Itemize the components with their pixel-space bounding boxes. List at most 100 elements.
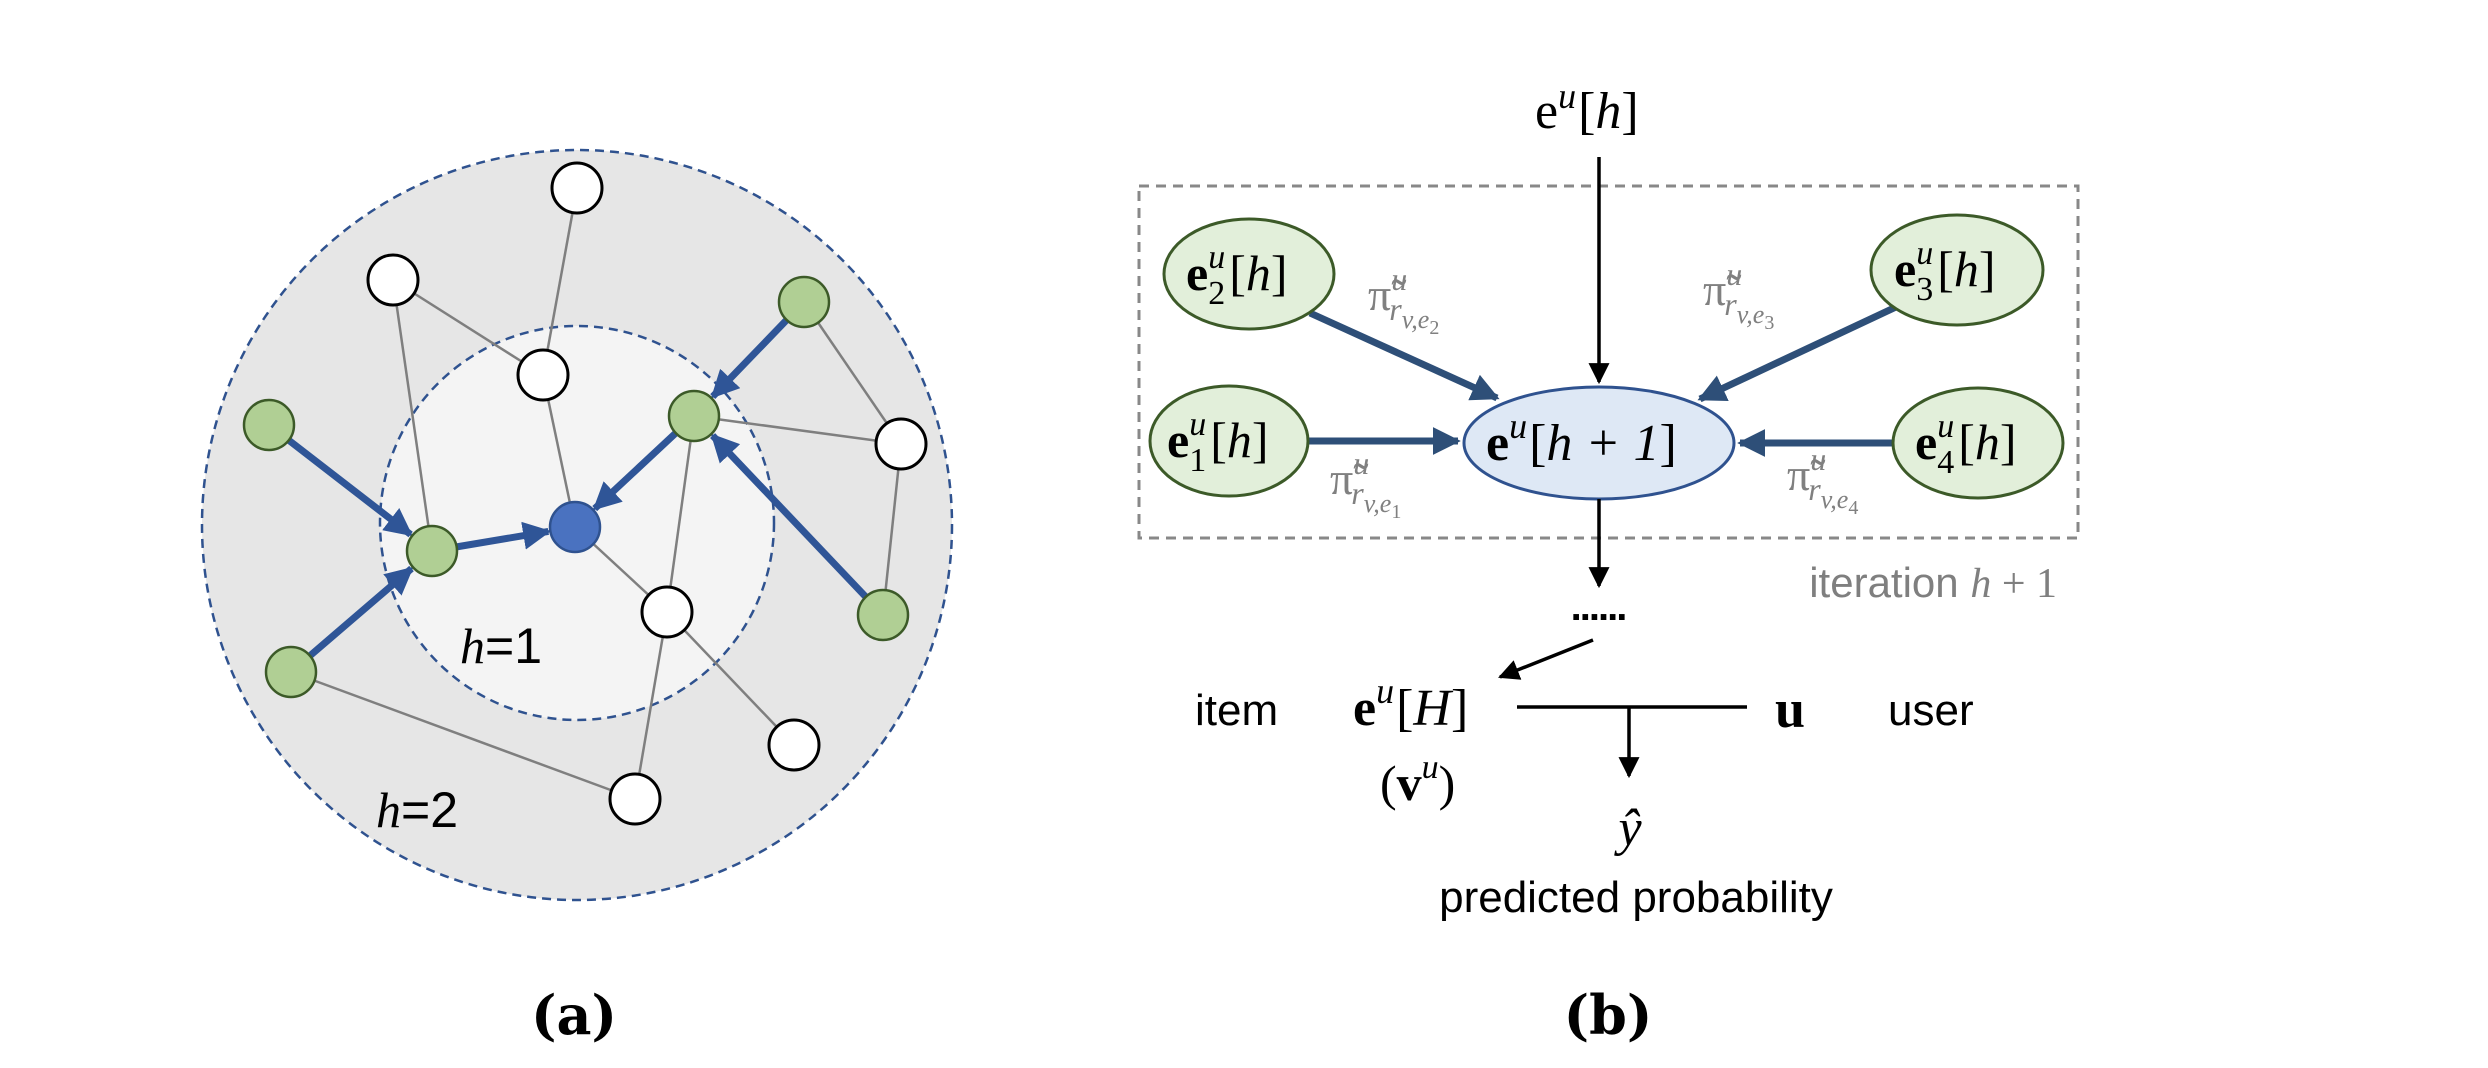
w4-sup: u [1810, 441, 1826, 477]
svg-text:eu[h + 1]: eu[h + 1] [1486, 406, 1677, 472]
svg-text:π̃urv,e2: π̃urv,e2 [1368, 261, 1439, 339]
w1-idx: 1 [1391, 501, 1401, 523]
e3-close: ] [1979, 241, 1996, 297]
e1-open: [ [1210, 412, 1227, 468]
node-green-g1 [777, 275, 831, 329]
e1-arg: h [1227, 412, 1252, 468]
e4-sub: 4 [1937, 444, 1954, 481]
w4-r: r [1808, 471, 1821, 507]
arrow-to-final-embedding [1498, 638, 1594, 680]
w3-subsub: v,e [1737, 300, 1765, 329]
e2-base: e [1186, 245, 1208, 301]
output-label: predicted probability [1439, 873, 1833, 922]
hop-1-label: h=1 [460, 618, 542, 674]
input-base: e [1535, 83, 1558, 140]
caption-a: (a) [531, 983, 617, 1047]
edge-w4-g6 [881, 443, 903, 616]
user-embedding: u [1775, 679, 1805, 739]
edge-g2-w4 [693, 414, 902, 446]
w4-idx: 4 [1848, 497, 1858, 519]
e1-sub: 1 [1189, 442, 1206, 479]
node-center-c [548, 500, 602, 554]
e4-arg: h [1975, 414, 2000, 470]
edge-g5-w7 [290, 670, 636, 801]
node-white-w2 [366, 253, 420, 307]
e4-base: e [1915, 414, 1937, 470]
node-green-g4 [405, 524, 459, 578]
input-embedding-label: eu[h] [1535, 76, 1639, 140]
item-emb-arg: H [1412, 680, 1453, 737]
w3-sup: u [1726, 256, 1742, 292]
node-white-w3 [516, 348, 570, 402]
w2-r: r [1389, 291, 1402, 327]
node-green-g3 [242, 398, 296, 452]
e1-base: e [1167, 412, 1189, 468]
center-arg: h + 1 [1546, 415, 1659, 472]
e2-close: ] [1271, 245, 1288, 301]
input-arg: h [1595, 83, 1621, 140]
hop-2-eq: =2 [401, 782, 458, 838]
node-white-w4 [874, 417, 928, 471]
svg-text:eu4[h]: eu4[h] [1915, 408, 2017, 481]
center-close: ] [1660, 415, 1677, 472]
graph-nodes [242, 161, 928, 826]
svg-text:eu2[h]: eu2[h] [1186, 239, 1288, 312]
output-symbol: ŷ [1613, 800, 1642, 857]
svg-text:eu1[h]: eu1[h] [1167, 406, 1269, 479]
w1-sup: u [1353, 445, 1369, 481]
e1-close: ] [1252, 412, 1269, 468]
arrow-g4-to-c [456, 521, 552, 551]
w2-subsub: v,e [1402, 305, 1430, 334]
e3-arg: h [1954, 241, 1979, 297]
item-alias-base: v [1397, 755, 1422, 811]
w4-subsub: v,e [1821, 485, 1849, 514]
e2-arg: h [1246, 245, 1271, 301]
center-open: [ [1529, 415, 1546, 472]
w2-sup: u [1391, 261, 1407, 297]
hop-1-var: h [460, 618, 485, 674]
e1-sup: u [1189, 406, 1206, 443]
e4-open: [ [1958, 414, 1975, 470]
e4-close: ] [2000, 414, 2017, 470]
arrow-g5-to-g4 [307, 565, 414, 659]
node-green-g2 [667, 389, 721, 443]
arrow-e3-to-center [1697, 303, 1898, 403]
w3-r: r [1724, 286, 1737, 322]
edge-w2-g4 [391, 279, 434, 552]
input-close: ] [1621, 83, 1638, 140]
e3-sup: u [1916, 235, 1933, 272]
node-white-w5 [640, 585, 694, 639]
arrow-g3-to-g4 [286, 437, 413, 538]
center-base: e [1486, 415, 1509, 472]
hop-1-eq: =1 [485, 618, 542, 674]
item-alias: (vu) [1380, 749, 1455, 811]
e3-sub: 3 [1916, 271, 1933, 308]
e2-sub: 2 [1208, 275, 1225, 312]
edge-w5-w6 [666, 611, 795, 746]
item-emb-close: ] [1451, 680, 1468, 737]
w1-r: r [1351, 475, 1364, 511]
svg-text:π̃urv,e3: π̃urv,e3 [1703, 256, 1774, 334]
item-emb-base: e [1353, 680, 1376, 737]
item-emb-open: [ [1396, 680, 1413, 737]
panel-a-graph: h=1 h =2 (a) [200, 148, 954, 1047]
center-node: eu[h + 1] [1462, 385, 1736, 501]
iteration-rest: + 1 [1991, 561, 2057, 607]
node-white-w6 [767, 718, 821, 772]
edge-g2-w5 [665, 415, 696, 613]
item-alias-sup: u [1422, 749, 1439, 786]
w3-idx: 3 [1764, 312, 1774, 334]
e2-sup: u [1208, 239, 1225, 276]
svg-text:eu3[h]: eu3[h] [1894, 235, 1996, 308]
node-white-w1 [550, 161, 604, 215]
arrow-g6-to-g2 [710, 433, 869, 600]
input-sup: u [1558, 76, 1576, 116]
